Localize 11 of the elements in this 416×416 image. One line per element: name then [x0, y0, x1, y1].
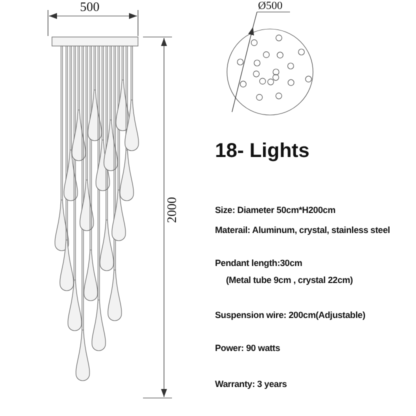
- spec-text: Suspension wire: 200cm(Adjustable): [215, 311, 366, 321]
- spec-text: Size: Diameter 50cm*H200cm: [215, 206, 336, 216]
- spec-text: Materail: Aluminum, crystal, stainless steel: [215, 226, 390, 236]
- title: 18- Lights: [215, 140, 310, 162]
- spec-text: Pendant length:30cm: [215, 259, 302, 269]
- spec-text: Power: 90 watts: [215, 344, 280, 354]
- spec-text: (Metal tube 9cm , crystal 22cm): [226, 276, 353, 286]
- dimension-label: Ø500: [258, 0, 282, 12]
- dimension-label: 2000: [164, 197, 180, 223]
- spec-text: Warranty: 3 years: [215, 380, 287, 390]
- dimension-label: 500: [80, 0, 100, 14]
